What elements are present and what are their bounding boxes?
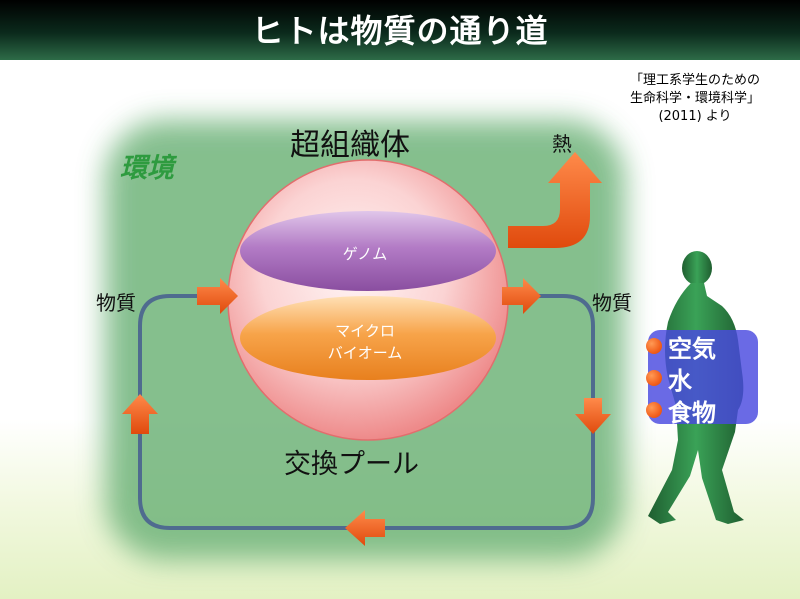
bullet-dot-icon [646,402,662,418]
microbiome-label-line-1: マイクロ [335,322,395,340]
environment-label: 環境 [120,153,174,184]
intake-box [648,330,758,424]
bullet-dot-icon [646,370,662,386]
intake-item-label: 水 [668,366,692,395]
material-out-label: 物質 [592,291,632,315]
title-bar [0,0,800,60]
return-arrow [345,510,385,546]
material-in-label: 物質 [96,291,136,315]
inflow-arrow [197,278,238,314]
up-arrow [122,394,158,434]
page-title: ヒトは物質の通り道 [251,12,549,50]
intake-item-air: 空気 [646,330,716,363]
genome-label: ゲノム [342,245,388,263]
citation-line-2: 生命科学・環境科学」 [629,91,760,106]
outflow-arrow [502,278,541,314]
down-arrow [575,398,611,434]
intake-list: 空気 水 食物 [646,330,716,427]
intake-item-water: 水 [646,362,716,395]
citation-line-1: 「理工系学生のための [629,73,760,88]
citation-line-3: (2011) より [658,109,732,124]
exchange-pool-label: 交換プール [284,449,419,480]
microbiome-ellipse [240,296,496,380]
heat-label: 熱 [552,132,572,156]
intake-item-food: 食物 [646,394,716,427]
genome-ellipse [240,211,496,291]
bullet-dot-icon [646,338,662,354]
citation: 「理工系学生のための 生命科学・環境科学」 (2011) より [600,72,790,126]
microbiome-label: マイクロ バイオーム [290,320,440,364]
heat-arrow [508,152,602,248]
superorganism-label: 超組織体 [290,128,410,163]
microbiome-label-line-2: バイオーム [327,344,403,362]
intake-item-label: 食物 [668,398,716,427]
intake-item-label: 空気 [668,334,716,363]
